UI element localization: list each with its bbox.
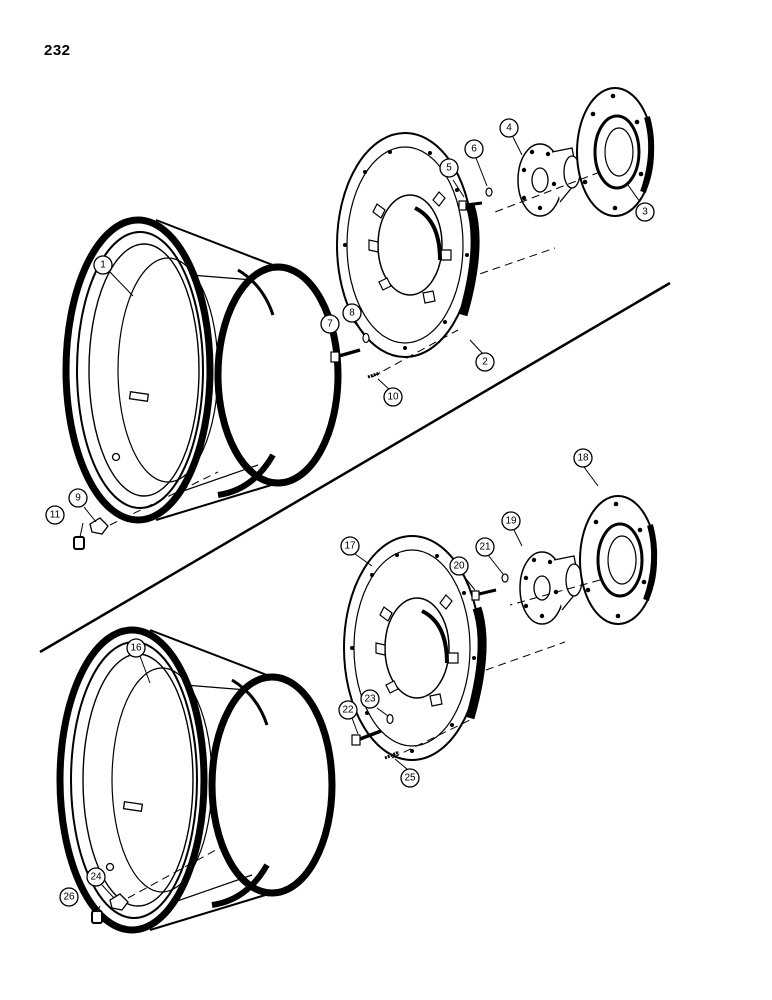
separator-line [39,281,671,654]
bolt-22 [351,729,382,746]
stud-25 [384,750,400,760]
svg-text:1: 1 [100,260,106,271]
svg-text:9: 9 [75,493,81,504]
washer-8 [362,332,370,344]
svg-text:20: 20 [453,561,465,572]
svg-text:19: 19 [505,516,517,527]
plate-top [577,88,653,216]
page-number: 232 [44,42,71,59]
callout-5: 5 [439,158,459,178]
svg-text:16: 16 [130,643,142,654]
washer-6 [485,187,493,197]
callout-19: 19 [501,511,521,531]
bolt-7 [330,348,361,363]
svg-text:21: 21 [479,542,491,553]
callout-11: 11 [45,505,65,525]
callout-16: 16 [126,638,146,658]
svg-text:4: 4 [506,123,512,134]
washer-23 [386,713,394,725]
callout-6: 6 [464,139,484,159]
svg-text:7: 7 [327,319,333,330]
callout-17: 17 [340,536,360,556]
svg-text:5: 5 [446,163,452,174]
svg-text:17: 17 [344,541,356,552]
centerlines-bottom [127,579,601,899]
callout-21: 21 [475,537,495,557]
callout-26: 26 [59,887,79,907]
svg-text:3: 3 [642,207,648,218]
nut-26 [91,910,103,924]
svg-text:24: 24 [90,872,102,883]
callout-7: 7 [320,314,340,334]
svg-text:2: 2 [482,357,488,368]
callout-3: 3 [635,202,655,222]
washer-21 [501,573,509,583]
clamp-9 [89,517,109,535]
plate-bottom [580,496,656,624]
svg-text:18: 18 [577,453,589,464]
centerlines-top [109,171,601,526]
svg-text:22: 22 [342,705,354,716]
callout-1: 1 [93,255,113,275]
callout-leaders [79,136,641,913]
callout-4: 4 [499,118,519,138]
clamp-24 [109,893,129,911]
callout-8: 8 [342,303,362,323]
hub-top [517,143,581,217]
callout-22: 22 [338,700,358,720]
callout-2: 2 [475,352,495,372]
callout-18: 18 [573,448,593,468]
callout-24: 24 [86,867,106,887]
svg-text:11: 11 [50,510,61,521]
callout-23: 23 [360,689,380,709]
callout-25: 25 [400,768,420,788]
svg-text:26: 26 [63,892,75,903]
svg-text:6: 6 [471,144,477,155]
bolt-20 [471,588,497,601]
svg-text:23: 23 [364,694,376,705]
svg-text:8: 8 [349,308,355,319]
svg-text:10: 10 [387,392,399,403]
callout-9: 9 [68,488,88,508]
svg-text:25: 25 [404,773,416,784]
nut-11 [73,536,85,550]
bolt-5 [458,200,483,211]
callout-10: 10 [383,387,403,407]
callout-20: 20 [449,556,469,576]
